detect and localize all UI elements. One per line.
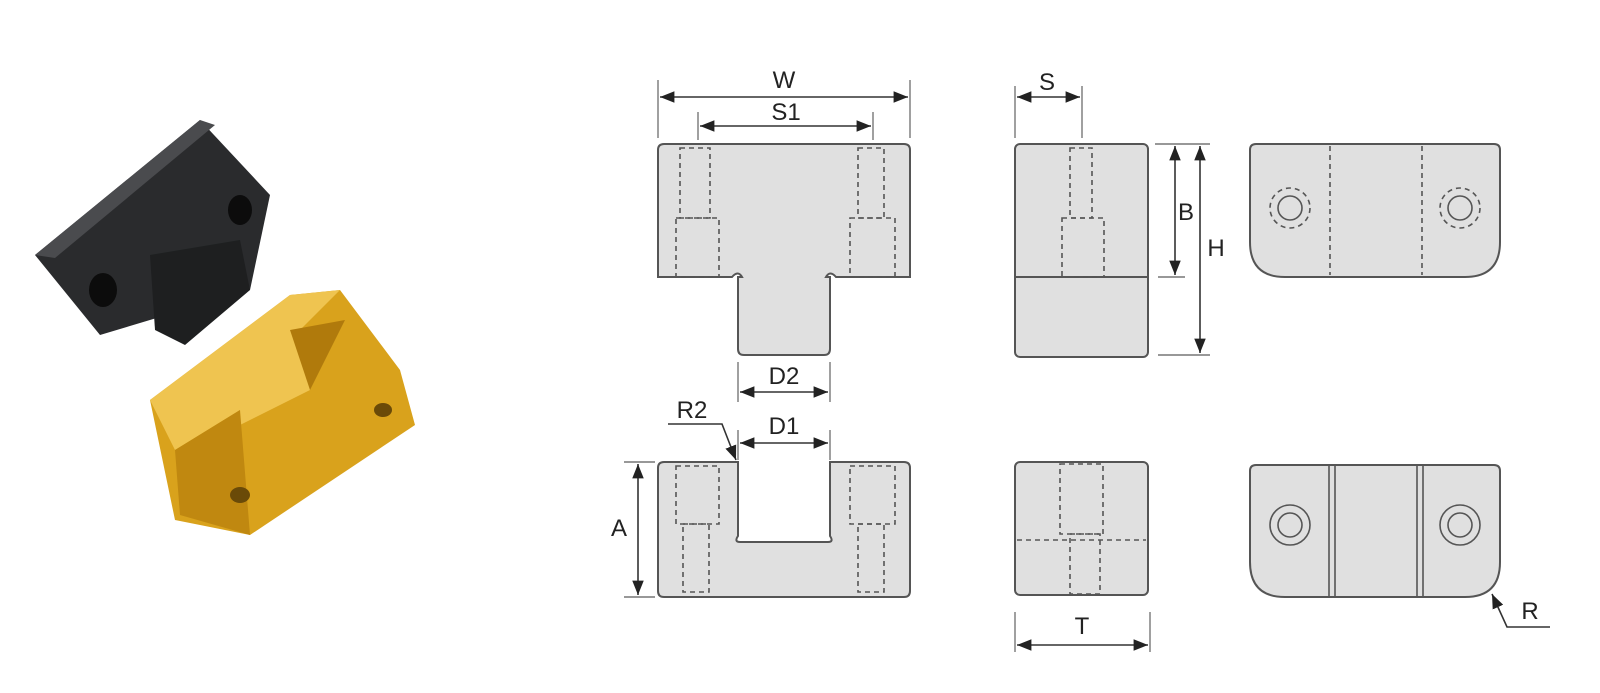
label-S: S [1039,69,1055,96]
dimension-D2: D2 [737,362,831,402]
top-view-male [1249,143,1501,278]
side-view-female [1014,461,1149,596]
black-male-block [35,120,270,345]
label-R2: R2 [677,397,708,424]
dimension-R: R [1491,593,1550,628]
label-T: T [1075,613,1090,640]
label-S1: S1 [771,99,800,126]
dimension-W: W [657,67,911,138]
label-H: H [1207,235,1224,262]
dimension-A: A [611,461,655,598]
dimension-R2: R2 [668,397,737,461]
label-W: W [773,67,796,94]
front-view-male [657,143,911,356]
dimension-D1: D1 [737,413,831,460]
label-D1: D1 [769,413,800,440]
label-A: A [611,515,627,542]
product-photo [35,120,415,535]
dimension-S1: S1 [697,99,874,140]
label-B: B [1178,199,1194,226]
label-R: R [1521,598,1538,625]
gold-female-block [150,290,415,535]
label-D2: D2 [769,363,800,390]
top-view-female [1249,464,1501,598]
dimension-B-H: B H [1155,143,1225,356]
side-view-male [1014,143,1149,358]
dimension-S: S [1014,69,1083,138]
front-view-female [657,461,911,598]
dimension-T: T [1014,612,1151,652]
